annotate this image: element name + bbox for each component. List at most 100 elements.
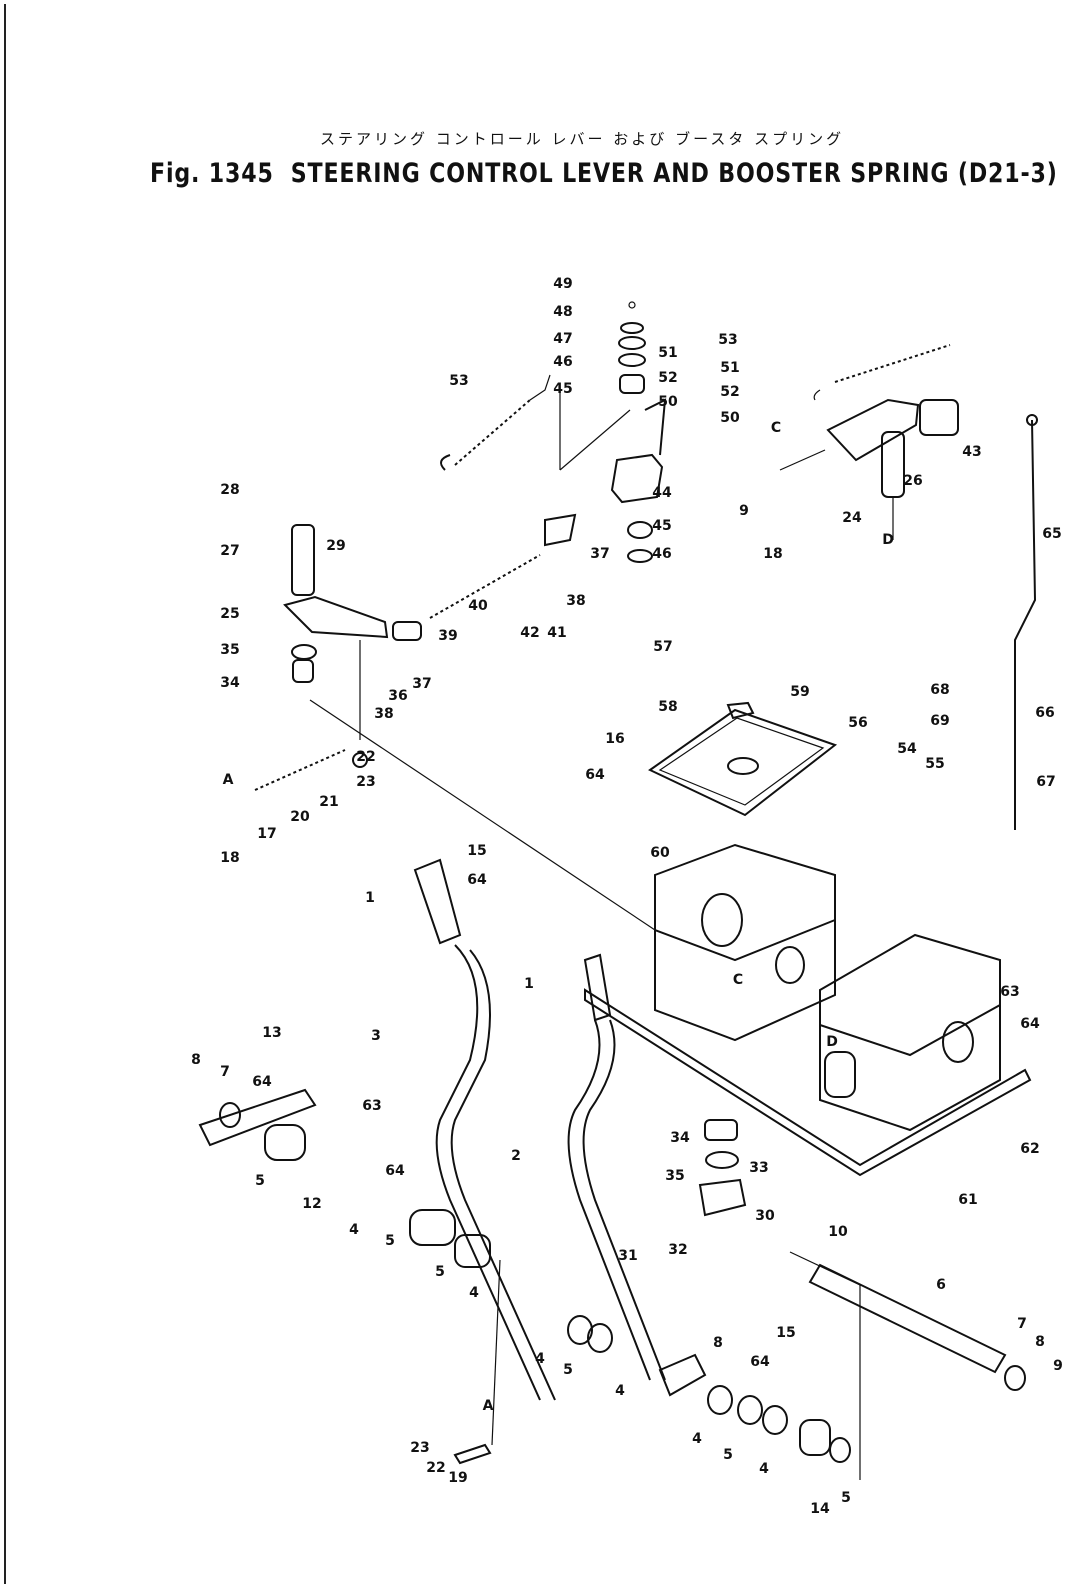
- part-callout-51: 51: [658, 345, 677, 361]
- drawing: [198, 301, 1038, 1480]
- part-callout-58: 58: [658, 699, 677, 715]
- linkage-36-42: [359, 513, 577, 740]
- lever-assembly-right: [779, 398, 959, 540]
- part-callout-2: 2: [511, 1148, 521, 1164]
- part-callout-64: 64: [585, 767, 605, 783]
- part-callout-45: 45: [553, 381, 572, 397]
- shaft-assembly-left: [198, 1088, 613, 1353]
- part-callout-4: 4: [759, 1461, 769, 1477]
- part-callout-56: 56: [848, 715, 867, 731]
- part-callout-8: 8: [1035, 1334, 1045, 1350]
- part-callout-37: 37: [412, 676, 431, 692]
- part-callout-64: 64: [467, 872, 487, 888]
- part-callout-39: 39: [438, 628, 457, 644]
- part-callout-D: D: [882, 532, 894, 548]
- part-callout-5: 5: [563, 1362, 573, 1378]
- part-callout-55: 55: [925, 756, 944, 772]
- part-callout-64: 64: [385, 1163, 405, 1179]
- part-callout-22: 22: [426, 1460, 445, 1476]
- part-callout-38: 38: [374, 706, 393, 722]
- pivot-bracket-30: [698, 1119, 747, 1217]
- part-callout-64: 64: [1020, 1016, 1040, 1032]
- part-callout-9: 9: [739, 503, 749, 519]
- figure-title: Fig. 1345 STEERING CONTROL LEVER AND BOO…: [150, 158, 1058, 189]
- steering-lever-right: [567, 953, 707, 1397]
- part-callout-51: 51: [720, 360, 739, 376]
- part-callout-38: 38: [566, 593, 585, 609]
- cross-shaft-6: [789, 1251, 1026, 1480]
- part-callout-A: A: [223, 772, 234, 788]
- part-callout-7: 7: [220, 1064, 230, 1080]
- part-callout-21: 21: [319, 794, 338, 810]
- part-callout-5: 5: [435, 1264, 445, 1280]
- part-callout-15: 15: [776, 1325, 795, 1341]
- linkage-17-23: [254, 749, 368, 791]
- part-callout-50: 50: [720, 410, 740, 426]
- japanese-title: ステアリング コントロール レバー および ブースタ スプリング: [320, 130, 845, 148]
- part-callout-35: 35: [220, 642, 239, 658]
- part-callout-31: 31: [618, 1248, 637, 1264]
- part-callout-15: 15: [467, 843, 486, 859]
- part-callout-66: 66: [1035, 705, 1054, 721]
- part-callout-49: 49: [553, 276, 572, 292]
- base-plate: [584, 988, 1032, 1177]
- part-callout-D: D: [826, 1034, 838, 1050]
- cover-plate-59: [648, 701, 838, 817]
- part-callout-43: 43: [962, 444, 981, 460]
- part-callout-32: 32: [668, 1242, 687, 1258]
- part-callout-35: 35: [665, 1168, 684, 1184]
- part-callout-44: 44: [652, 485, 672, 501]
- part-callout-47: 47: [553, 331, 572, 347]
- part-callout-25: 25: [220, 606, 239, 622]
- part-callout-60: 60: [650, 845, 670, 861]
- part-callout-50: 50: [658, 394, 678, 410]
- part-callout-46: 46: [553, 354, 572, 370]
- part-callout-8: 8: [713, 1335, 723, 1351]
- part-callout-A: A: [483, 1398, 494, 1414]
- part-callout-27: 27: [220, 543, 239, 559]
- part-callout-16: 16: [605, 731, 624, 747]
- part-callout-3: 3: [371, 1028, 381, 1044]
- control-rod-65: [1014, 414, 1038, 830]
- part-callout-26: 26: [903, 473, 922, 489]
- part-callout-52: 52: [658, 370, 677, 386]
- part-callout-5: 5: [385, 1233, 395, 1249]
- part-callout-4: 4: [349, 1222, 359, 1238]
- part-callout-4: 4: [469, 1285, 479, 1301]
- bushings-lower-right: [707, 1385, 851, 1463]
- part-callout-68: 68: [930, 682, 949, 698]
- part-callout-22: 22: [356, 749, 375, 765]
- part-callout-5: 5: [841, 1490, 851, 1506]
- part-callout-1: 1: [365, 890, 375, 906]
- part-callout-34: 34: [220, 675, 240, 691]
- part-callout-54: 54: [897, 741, 917, 757]
- part-callout-17: 17: [257, 826, 276, 842]
- part-callout-40: 40: [468, 598, 488, 614]
- booster-spring-left: [440, 374, 551, 471]
- part-callout-57: 57: [653, 639, 672, 655]
- booster-spring-right: [813, 344, 951, 401]
- lever-assembly-left: [283, 524, 656, 931]
- part-callout-10: 10: [828, 1224, 848, 1240]
- housing-box-right: [819, 933, 1001, 1132]
- steering-lever-left: [413, 858, 556, 1401]
- part-callout-61: 61: [958, 1192, 977, 1208]
- part-callout-8: 8: [191, 1052, 201, 1068]
- part-callout-64: 64: [252, 1074, 272, 1090]
- part-callout-9: 9: [1053, 1358, 1063, 1374]
- housing-box-left: [654, 843, 836, 1042]
- model-code: (D21-3): [957, 158, 1058, 189]
- part-callout-46: 46: [652, 546, 671, 562]
- part-callout-20: 20: [290, 809, 310, 825]
- pin-19: [453, 1259, 501, 1465]
- part-callout-23: 23: [356, 774, 375, 790]
- part-callout-14: 14: [810, 1501, 830, 1517]
- part-callout-5: 5: [255, 1173, 265, 1189]
- part-callout-45: 45: [652, 518, 671, 534]
- part-callout-19: 19: [448, 1470, 467, 1486]
- part-callout-65: 65: [1042, 526, 1061, 542]
- part-callout-24: 24: [842, 510, 862, 526]
- part-callout-34: 34: [670, 1130, 690, 1146]
- part-callout-62: 62: [1020, 1141, 1039, 1157]
